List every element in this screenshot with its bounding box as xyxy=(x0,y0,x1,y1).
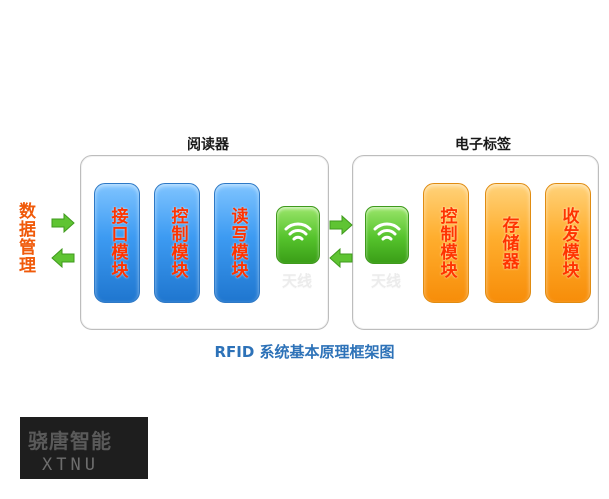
arrow-right-icon xyxy=(329,215,353,235)
module-label: 控制模块 xyxy=(436,207,457,279)
data-management-label: 数据管理 xyxy=(15,202,35,274)
tag-title: 电子标签 xyxy=(455,137,511,153)
reader-module-readwrite: 读写模块 xyxy=(214,183,260,303)
tag-module-storage: 存储器 xyxy=(485,183,531,303)
logo-text-en: XTNU xyxy=(42,455,99,475)
tag-antenna xyxy=(365,206,409,264)
watermark-logo: 骁唐智能 XTNU xyxy=(20,417,148,479)
reader-module-control: 控制模块 xyxy=(154,183,200,303)
module-label: 读写模块 xyxy=(227,207,248,279)
arrow-left-icon xyxy=(51,248,75,268)
module-label: 收发模块 xyxy=(558,207,579,279)
reader-title: 阅读器 xyxy=(187,137,229,153)
reader-antenna xyxy=(276,206,320,264)
logo-text-cn: 骁唐智能 xyxy=(28,429,112,453)
arrow-right-icon xyxy=(51,213,75,233)
module-label: 接口模块 xyxy=(107,207,128,279)
reader-antenna-label: 天线 xyxy=(281,272,312,290)
wifi-icon xyxy=(373,222,401,241)
wifi-icon xyxy=(284,222,312,241)
diagram-caption: RFID 系统基本原理框架图 xyxy=(214,343,395,361)
module-label: 存储器 xyxy=(498,216,519,270)
reader-module-interface: 接口模块 xyxy=(94,183,140,303)
arrow-left-icon xyxy=(329,248,353,268)
tag-module-transceiver: 收发模块 xyxy=(545,183,591,303)
tag-module-control: 控制模块 xyxy=(423,183,469,303)
module-label: 控制模块 xyxy=(167,207,188,279)
tag-antenna-label: 天线 xyxy=(370,272,401,290)
